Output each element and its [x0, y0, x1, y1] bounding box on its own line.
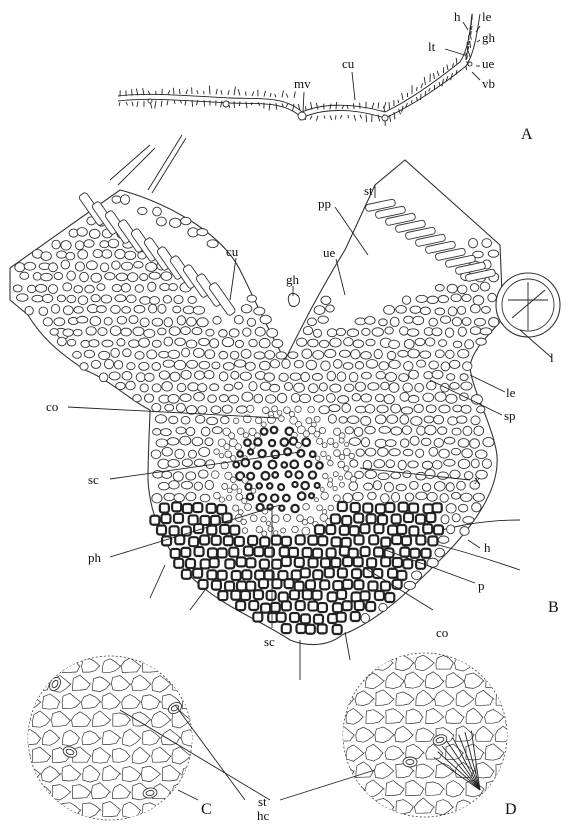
- panel-b-cross-section: [10, 135, 560, 680]
- minor-vein-mark: [223, 101, 229, 107]
- glandular-hair: [288, 293, 299, 306]
- label-b-l: l: [550, 350, 554, 365]
- hair-top: [148, 135, 186, 193]
- label-b-co: co: [46, 399, 58, 414]
- hair-left: [110, 145, 155, 185]
- label-b-le: le: [506, 385, 516, 400]
- label-cd-st: st: [258, 794, 267, 809]
- label-a-vb: vb: [482, 76, 495, 91]
- minor-vein-mark: [148, 99, 152, 103]
- minor-vein-mark: [468, 62, 472, 66]
- label-b-p: p: [478, 578, 485, 593]
- label-b-ue: ue: [323, 245, 336, 260]
- panel-a-hairs: [119, 14, 472, 126]
- label-a-h: h: [454, 9, 461, 24]
- panel-letter-a: A: [521, 126, 533, 143]
- label-a-gh: gh: [482, 30, 496, 45]
- panel-letter-b: B: [548, 599, 559, 616]
- panel-c-epidermis: [11, 639, 201, 820]
- label-cd-hc: hc: [257, 808, 270, 823]
- panel-letter-d: D: [505, 801, 517, 818]
- minor-vein-mark: [382, 115, 388, 121]
- label-b-x: x: [474, 472, 481, 487]
- label-b-gh: gh: [286, 272, 300, 287]
- label-b-sp: sp: [504, 408, 516, 423]
- label-b-st: st: [364, 183, 373, 198]
- label-b-co-lower: co: [436, 625, 448, 640]
- label-b-sc-lower: sc: [264, 634, 275, 649]
- panel-a-leaf-outline: [118, 14, 480, 126]
- label-a-ue: ue: [482, 56, 495, 71]
- label-a-mv: mv: [294, 76, 311, 91]
- panel-letter-c: C: [201, 801, 212, 818]
- midvein-mark: [298, 112, 306, 120]
- label-b-cu: cu: [226, 244, 239, 259]
- label-a-cu: cu: [342, 56, 355, 71]
- label-b-ph: ph: [88, 550, 102, 565]
- label-a-le: le: [482, 9, 492, 24]
- label-b-h: h: [484, 540, 491, 555]
- label-b-pp: pp: [318, 196, 331, 211]
- label-a-lt: lt: [428, 39, 436, 54]
- panel-d-epidermis: [335, 636, 524, 817]
- lithocyst: [496, 273, 560, 337]
- label-b-sc: sc: [88, 472, 99, 487]
